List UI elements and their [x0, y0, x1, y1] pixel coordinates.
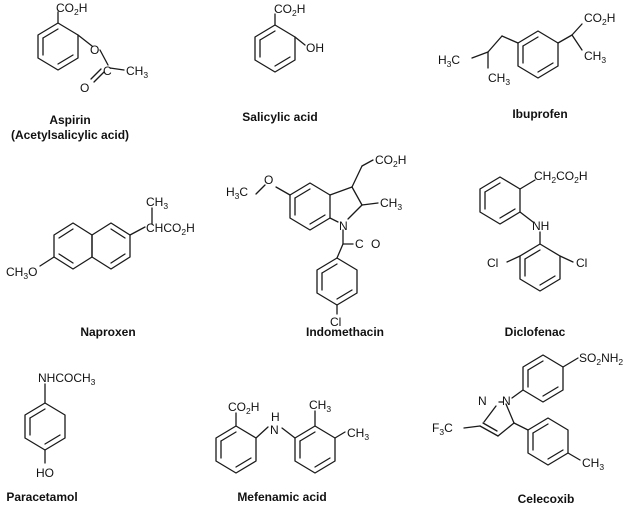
ibuprofen-label-2: CH3: [488, 71, 510, 87]
celecoxib-label-4: CH3: [582, 456, 604, 472]
naproxen-label-0: CH3: [146, 195, 168, 211]
indomethacin-label-5: C: [355, 237, 364, 251]
paracetamol-label-1: HO: [36, 466, 54, 480]
salicylic-label-1: OH: [306, 41, 324, 55]
aspirin-structure: CO2H O C CH3 O: [37, 1, 148, 95]
diclofenac-label-1: NH: [532, 219, 549, 233]
mefenamic-label-1: H: [271, 410, 280, 424]
aspirin-label-3: CH3: [126, 64, 148, 80]
indomethacin-label-0: CO2H: [375, 153, 406, 169]
mefenamic-label-3: CH3: [309, 398, 331, 414]
naproxen-name: Naproxen: [80, 325, 135, 339]
aspirin-label-4: O: [80, 81, 89, 95]
ibuprofen-name: Ibuprofen: [512, 107, 567, 121]
aspirin-name: Aspirin: [49, 113, 90, 127]
naproxen-structure: CH3 CHCO2H CH3O: [6, 195, 195, 281]
salicylic-acid-name: Salicylic acid: [242, 110, 317, 124]
indomethacin-label-3: N: [339, 219, 348, 233]
mefenamic-acid-structure: CO2H H N CH3 CH3: [215, 398, 369, 474]
diclofenac-structure: CH2CO2H NH Cl Cl: [479, 169, 587, 292]
celecoxib-label-3: F3C: [432, 421, 453, 437]
salicylic-label-0: CO2H: [274, 2, 305, 18]
mefenamic-label-2: N: [270, 423, 279, 437]
paracetamol-label-0: NHCOCH3: [38, 371, 96, 387]
naproxen-label-1: CHCO2H: [146, 221, 195, 237]
paracetamol-structure: NHCOCH3 HO: [24, 371, 96, 480]
ibuprofen-structure: CO2H H3C CH3 CH3: [438, 11, 615, 87]
mefenamic-label-0: CO2H: [228, 400, 259, 416]
aspirin-alt-name: (Acetylsalicylic acid): [11, 128, 129, 142]
celecoxib-label-1: N: [478, 394, 487, 408]
indomethacin-structure: CO2H H3C O N CH3 C O Cl: [226, 153, 406, 329]
indomethacin-label-2: O: [264, 173, 273, 187]
ibuprofen-label-1: H3C: [438, 53, 460, 69]
salicylic-acid-structure: CO2H OH: [254, 2, 324, 73]
celecoxib-name: Celecoxib: [518, 492, 575, 506]
celecoxib-label-2: N: [502, 394, 511, 408]
indomethacin-label-1: H3C: [226, 185, 248, 201]
diclofenac-name: Diclofenac: [505, 325, 566, 339]
ibuprofen-label-0: CO2H: [584, 11, 615, 27]
celecoxib-structure: SO2NH2 N N F3C CH3: [432, 351, 623, 472]
celecoxib-label-0: SO2NH2: [579, 351, 623, 367]
mefenamic-label-4: CH3: [347, 426, 369, 442]
indomethacin-name: Indomethacin: [306, 325, 384, 339]
diclofenac-label-3: Cl: [576, 256, 587, 270]
aspirin-label-1: O: [90, 43, 99, 57]
paracetamol-name: Paracetamol: [6, 490, 77, 504]
diclofenac-label-2: Cl: [487, 256, 498, 270]
naproxen-label-2: CH3O: [6, 265, 37, 281]
diclofenac-label-0: CH2CO2H: [534, 169, 587, 185]
aspirin-label-0: CO2H: [56, 1, 87, 17]
indomethacin-label-4: CH3: [380, 196, 402, 212]
mefenamic-acid-name: Mefenamic acid: [237, 490, 326, 504]
ibuprofen-label-3: CH3: [584, 49, 606, 65]
aspirin-label-2: C: [103, 64, 112, 78]
indomethacin-label-6: O: [371, 237, 380, 251]
indomethacin-label-7: Cl: [330, 315, 341, 329]
